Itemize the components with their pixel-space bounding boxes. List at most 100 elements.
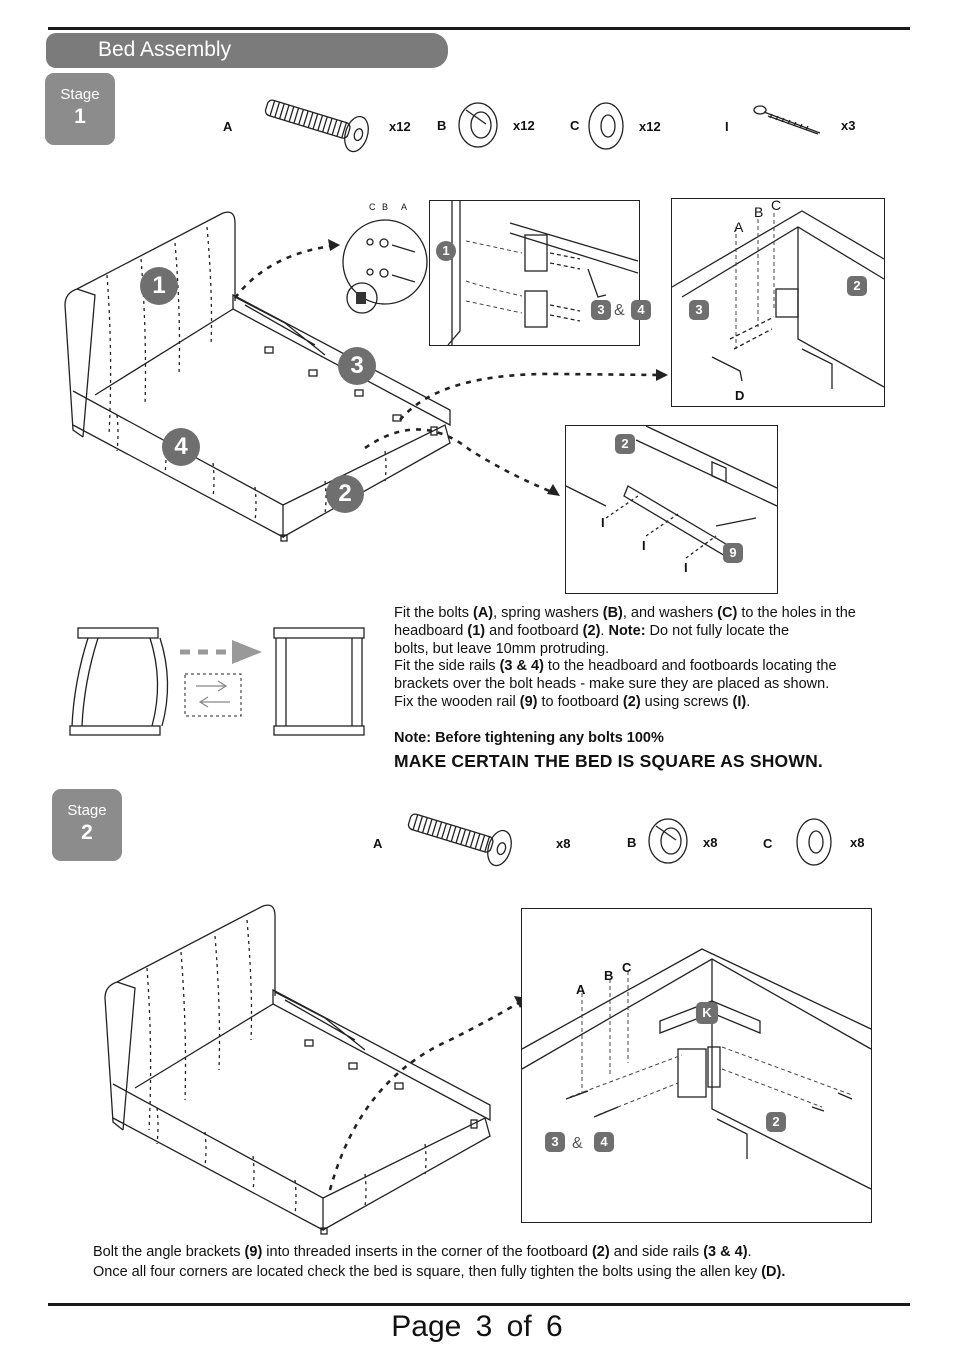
part-letter-c: C: [570, 118, 580, 133]
screw-label-2: I: [642, 538, 646, 553]
detail-badge-3: 3: [689, 300, 709, 320]
detail-badge-2: 2: [615, 434, 635, 454]
note-text: Note: Before tightening any bolts 100%: [394, 730, 664, 746]
instruction-segment: (B): [602, 605, 623, 621]
instruction-segment: (D).: [761, 1263, 786, 1280]
part-letter-c: C: [763, 836, 773, 851]
callout-side-rail-right: 3: [338, 347, 376, 385]
part-qty-i: x3: [841, 118, 856, 133]
stage-label: Stage: [60, 86, 100, 103]
instruction-line: headboard (1) and footboard (2). Note: D…: [394, 623, 914, 641]
instruction-segment: (2): [622, 693, 641, 710]
detail-badge-4: 4: [594, 1132, 614, 1152]
instruction-segment: into threaded inserts in the corner of t…: [262, 1244, 592, 1260]
bed-frame-drawing: [104, 904, 491, 1235]
instruction-segment: Fit the side rails: [394, 658, 500, 675]
part-qty-b: x12: [513, 118, 535, 133]
instruction-line: Fit the bolts (A), spring washers (B), a…: [394, 605, 914, 623]
part-letter-b: B: [627, 835, 637, 850]
detail-badge-2: 2: [766, 1112, 786, 1132]
instruction-segment: headboard: [394, 622, 468, 639]
instruction-segment: to the holes in the: [737, 605, 856, 621]
bolt-icon: [407, 813, 512, 867]
washer-icon: [588, 102, 624, 150]
instruction-segment: (2): [582, 622, 601, 639]
detail-badge-9: 9: [723, 543, 743, 563]
squaring-diagram: [69, 627, 365, 736]
screw-label-3: I: [684, 560, 688, 575]
bolt-icon: [264, 99, 369, 153]
instruction-segment: and side rails: [609, 1244, 704, 1260]
part-qty-c: x12: [639, 119, 661, 134]
detail-badge-4: 4: [631, 300, 651, 320]
instruction-segment: (C): [717, 605, 738, 621]
instruction-segment: brackets over the bolt heads - make sure…: [394, 676, 830, 693]
callout-footboard: 2: [326, 475, 364, 513]
label-c-small: C: [369, 202, 376, 212]
detail-label-c: C: [771, 197, 782, 213]
instruction-segment: (3 & 4): [703, 1244, 748, 1260]
part-qty-c: x8: [850, 835, 865, 850]
stage-2-badge: Stage 2: [52, 789, 122, 861]
screw-icon: [753, 105, 821, 135]
detail-badge-1: 1: [436, 241, 456, 261]
instruction-segment: bolts, but leave 10mm protruding.: [394, 640, 610, 657]
instruction-segment: to footboard: [537, 693, 623, 710]
detail-label-b: B: [604, 968, 614, 983]
instruction-segment: Once all four corners are located check …: [93, 1263, 762, 1280]
instruction-segment: to the headboard and footboards locating…: [543, 658, 837, 675]
bottom-instructions-text: Bolt the angle brackets (9) into threade…: [93, 1243, 785, 1282]
instruction-segment: .: [747, 1244, 752, 1260]
instruction-segment: Note:: [608, 622, 646, 639]
stage-number: 1: [74, 105, 86, 128]
bed-frame-drawing: [64, 211, 451, 542]
part-qty-b: x8: [703, 835, 718, 850]
instruction-line: Bolt the angle brackets (9) into threade…: [93, 1243, 785, 1263]
instruction-line: Fit the side rails (3 & 4) to the headbo…: [394, 658, 914, 676]
instruction-segment: Bolt the angle brackets: [93, 1244, 245, 1260]
callout-side-rail-left: 4: [162, 428, 200, 466]
square-warning-text: MAKE CERTAIN THE BED IS SQUARE AS SHOWN.: [394, 751, 823, 771]
detail-label-a: A: [734, 219, 744, 235]
detail-box-headboard-brackets: 1 3 & 4: [429, 200, 651, 346]
callout-headboard: 1: [140, 267, 178, 305]
detail-badge-3: 3: [545, 1132, 565, 1152]
instruction-segment: (9): [244, 1244, 263, 1260]
detail-box-side-rail-bolts: A B C D 2 3: [671, 197, 885, 407]
part-letter-b: B: [437, 118, 447, 133]
instruction-segment: (2): [591, 1244, 610, 1260]
instruction-segment: .: [746, 693, 751, 710]
instruction-segment: (I): [732, 693, 747, 710]
instruction-segment: Do not fully locate the: [645, 622, 790, 639]
part-letter-i: I: [725, 119, 729, 134]
detail-label-a: A: [576, 982, 586, 997]
instruction-line: Once all four corners are located check …: [93, 1263, 785, 1283]
part-qty-a: x8: [556, 836, 571, 851]
instructions-text: Fit the bolts (A), spring washers (B), a…: [394, 605, 914, 712]
instruction-line: brackets over the bolt heads - make sure…: [394, 676, 914, 694]
ampersand: &: [572, 1135, 583, 1152]
spring-washer-icon: [458, 102, 498, 148]
label-b-small: B: [382, 202, 389, 212]
zoom-circle-detail: [342, 219, 428, 314]
ampersand: &: [614, 302, 625, 319]
part-letter-a: A: [223, 119, 233, 134]
part-qty-a: x12: [389, 119, 411, 134]
detail-badge-3: 3: [591, 300, 611, 320]
instruction-segment: (9): [519, 693, 538, 710]
instruction-segment: and footboard: [485, 622, 583, 639]
detail-label-d: D: [735, 388, 745, 403]
detail-badge-2: 2: [847, 276, 867, 296]
detail-label-c: C: [622, 960, 632, 975]
instruction-line: bolts, but leave 10mm protruding.: [394, 641, 914, 659]
part-letter-a: A: [373, 836, 383, 851]
instruction-segment: (1): [467, 622, 486, 639]
label-a-small: A: [401, 202, 408, 212]
instruction-segment: (3 & 4): [499, 658, 544, 675]
instruction-segment: , spring washers: [493, 605, 603, 621]
top-rule: [48, 27, 910, 30]
stage-number: 2: [81, 821, 93, 844]
screw-label-1: I: [601, 515, 605, 530]
instruction-segment: Fit the bolts: [394, 605, 473, 621]
spring-washer-icon: [648, 818, 688, 864]
